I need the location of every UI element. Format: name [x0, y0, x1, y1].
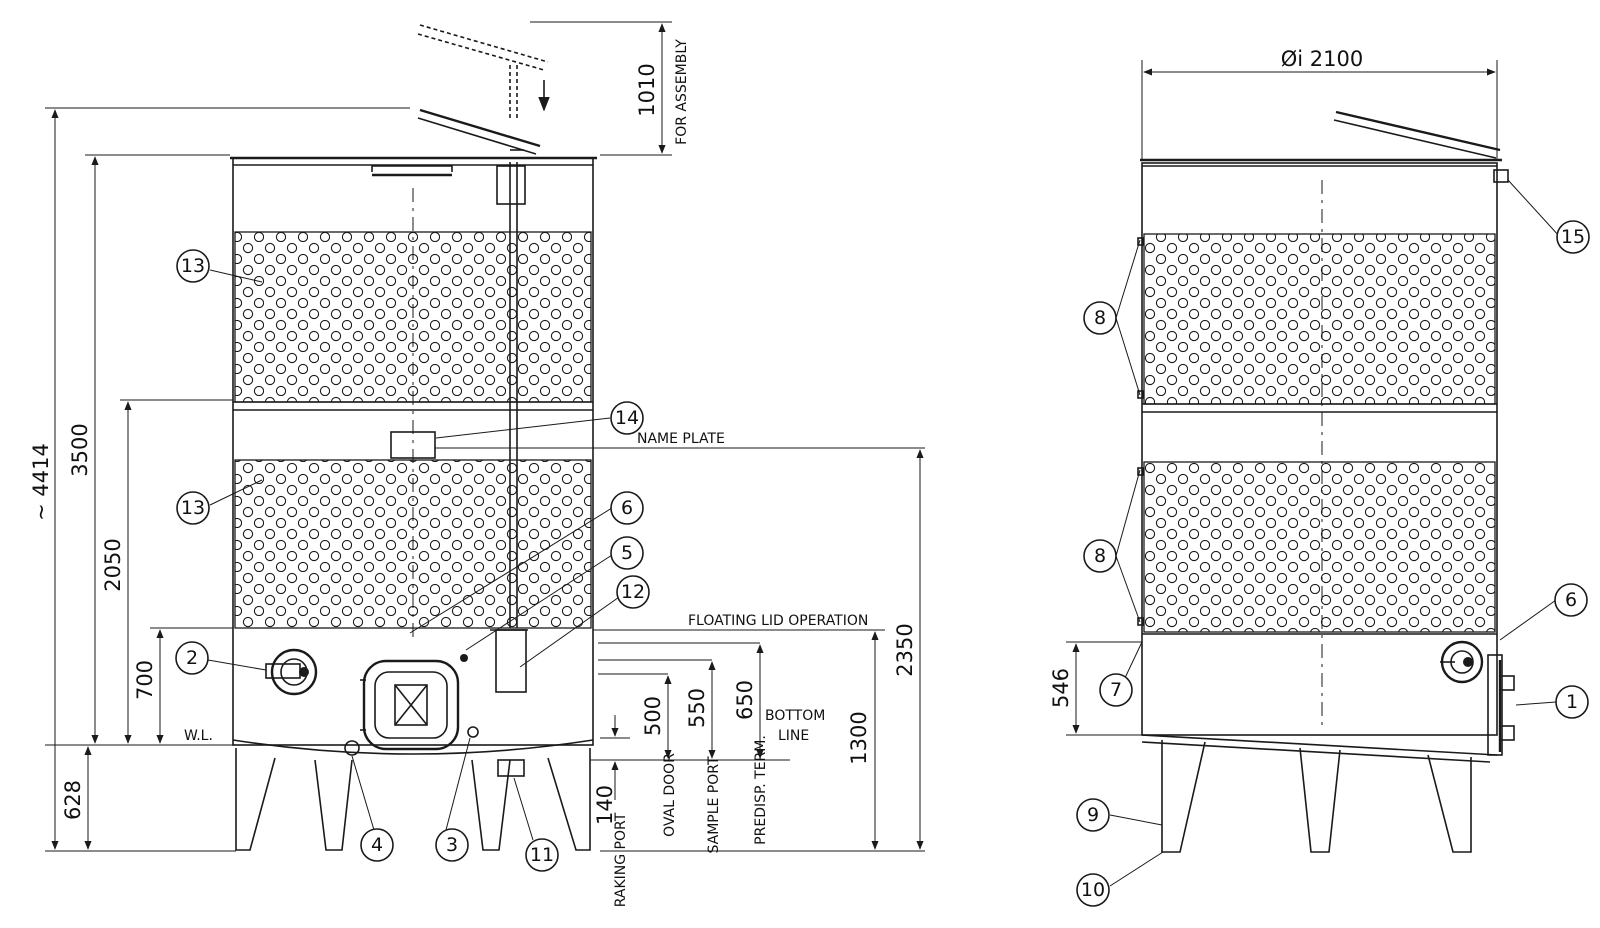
front-leaders [207, 269, 623, 841]
front-legs [235, 748, 591, 851]
dim-lower-band: 700 [133, 660, 157, 700]
name-plate [390, 431, 436, 459]
svg-text:6: 6 [1565, 589, 1577, 611]
callout-10: 10 [1076, 873, 1110, 907]
label-oval-door: OVAL DOOR [662, 753, 678, 837]
callout-12: 12 [616, 575, 650, 609]
svg-text:14: 14 [615, 407, 639, 429]
svg-text:8: 8 [1094, 307, 1106, 329]
side-outlet-valve [1440, 640, 1484, 684]
floating-lid-mechanism [417, 24, 550, 693]
dim-overall-height: ~ 4414 [29, 443, 53, 521]
svg-text:12: 12 [621, 581, 645, 603]
callout-14: 14 [610, 401, 644, 435]
callout-7: 7 [1099, 673, 1133, 707]
side-jacket-upper [1143, 233, 1496, 405]
dim-diameter: Øi 2100 [1281, 47, 1363, 71]
svg-text:13: 13 [181, 255, 205, 277]
callout-13-lower: 13 [176, 491, 210, 525]
side-legs [1161, 740, 1472, 853]
label-bottom-line-1: BOTTOM [765, 708, 825, 724]
dim-650: 650 [733, 680, 757, 720]
front-view: ~ 4414 3500 2050 700 628 W.L. 1010 FOR A… [29, 21, 925, 907]
dim-shell-height: 3500 [68, 423, 92, 476]
svg-text:6: 6 [621, 497, 633, 519]
callout-5: 5 [610, 536, 644, 570]
dim-mid-band: 2050 [101, 538, 125, 591]
dim-500: 500 [641, 696, 665, 736]
front-left-dimensions [45, 107, 410, 852]
port-4 [344, 740, 360, 756]
callout-6: 6 [610, 491, 644, 525]
dim-assembly: 1010 [635, 63, 659, 116]
dim-floating-lid-height: 1300 [847, 711, 871, 764]
side-callouts: 15 8 8 6 7 1 9 10 [1076, 220, 1590, 907]
svg-text:13: 13 [181, 497, 205, 519]
callout-2: 2 [175, 641, 209, 675]
side-piping-1 [1487, 654, 1515, 756]
label-name-plate: NAME PLATE [637, 431, 725, 447]
valve-port [265, 648, 318, 696]
port-5 [460, 654, 468, 662]
side-bottom [1141, 734, 1498, 756]
svg-text:9: 9 [1087, 804, 1099, 826]
side-jacket-lower [1143, 461, 1496, 633]
dim-140: 140 [593, 785, 617, 825]
label-wl: W.L. [184, 728, 213, 744]
svg-text:3: 3 [446, 834, 458, 856]
svg-text:4: 4 [371, 834, 383, 856]
side-leaders [1109, 179, 1561, 887]
callout-4: 4 [360, 828, 394, 862]
callout-6-side: 6 [1554, 583, 1588, 617]
svg-text:8: 8 [1094, 545, 1106, 567]
front-bottom [232, 739, 594, 755]
svg-text:10: 10 [1081, 879, 1105, 901]
oval-door [360, 659, 460, 751]
side-bracket-15 [1493, 169, 1509, 183]
label-sample-port: SAMPLE PORT [706, 756, 722, 854]
callout-9: 9 [1076, 798, 1110, 832]
svg-text:2: 2 [186, 647, 198, 669]
side-view: Øi 2100 546 [1049, 47, 1561, 887]
label-for-assembly: FOR ASSEMBLY [674, 39, 690, 145]
lid-handle [371, 165, 453, 172]
callout-3: 3 [435, 828, 469, 862]
callout-1: 1 [1555, 685, 1589, 719]
label-bottom-line-2: LINE [778, 728, 809, 744]
callout-8-lower: 8 [1083, 539, 1117, 573]
callout-11: 11 [525, 838, 559, 872]
dim-name-plate-height: 2350 [893, 623, 917, 676]
dim-outlet-height: 546 [1049, 668, 1073, 708]
svg-text:1: 1 [1566, 691, 1578, 713]
callout-15: 15 [1556, 220, 1590, 254]
svg-text:15: 15 [1561, 226, 1585, 248]
side-shell [1141, 162, 1498, 736]
label-raking-port: RAKING PORT [613, 812, 629, 907]
dim-legs: 628 [61, 780, 85, 820]
port-11 [497, 759, 525, 777]
front-callouts: 13 13 14 6 5 12 2 4 3 11 [175, 249, 650, 872]
callout-13-upper: 13 [176, 249, 210, 283]
side-lid-arm [1335, 110, 1501, 152]
dim-550: 550 [685, 688, 709, 728]
callout-8-upper: 8 [1083, 301, 1117, 335]
label-predisp-term: PREDISP. TERM. [753, 735, 769, 845]
svg-text:7: 7 [1110, 679, 1122, 701]
svg-text:5: 5 [621, 542, 633, 564]
label-floating-lid: FLOATING LID OPERATION [688, 613, 868, 629]
port-3 [467, 726, 479, 738]
front-right-dimensions [435, 447, 925, 852]
svg-text:11: 11 [530, 844, 554, 866]
